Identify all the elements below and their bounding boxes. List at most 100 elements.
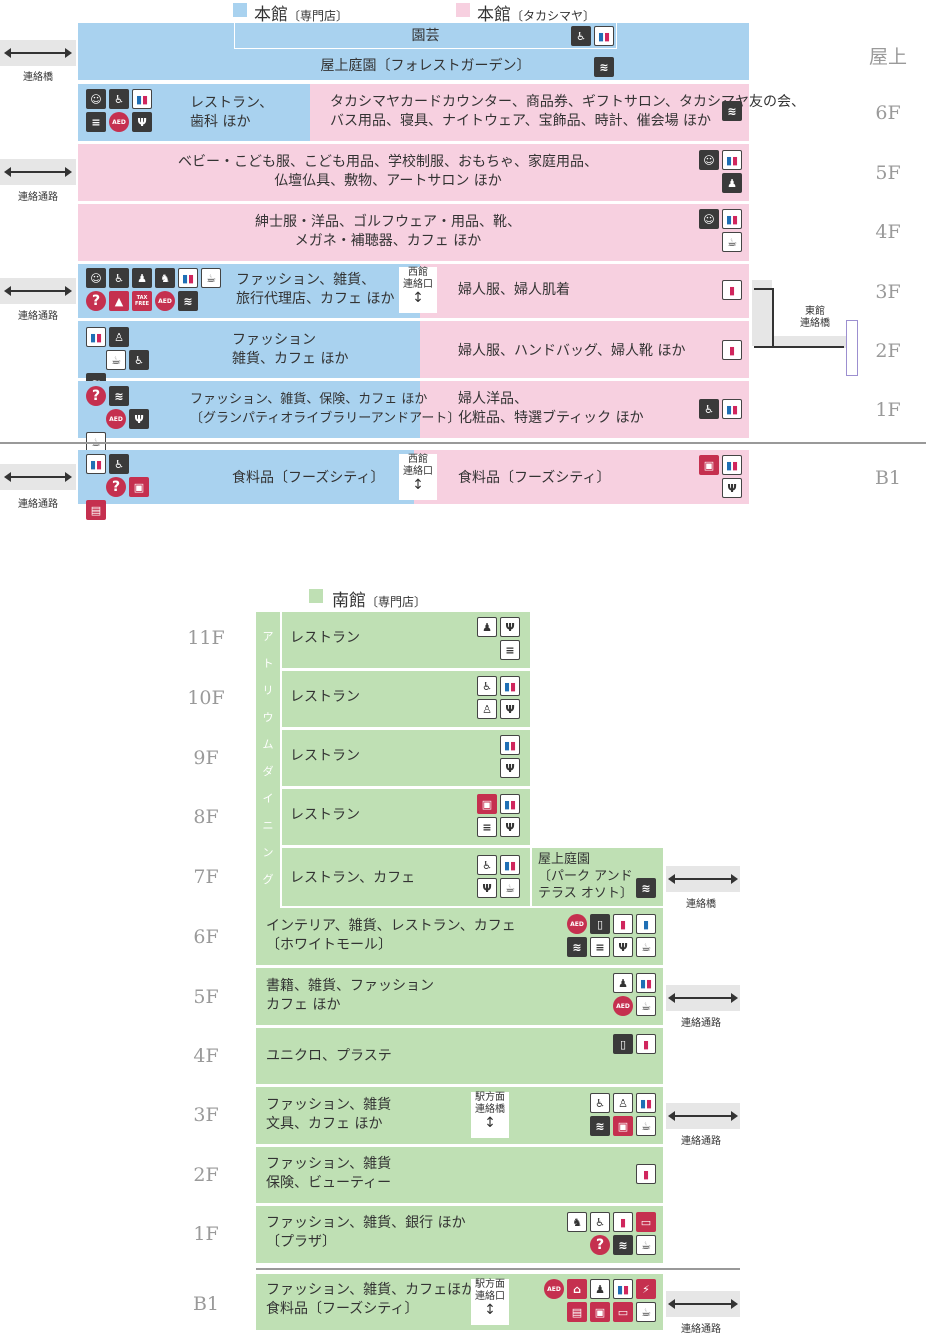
wheelchair-icon: ♿ [477, 676, 497, 696]
smoking-icon: ≡ [500, 640, 520, 660]
south-4f-text: ユニクロ、プラステ [266, 1048, 392, 1064]
stroller-icon: ♞ [567, 1212, 587, 1232]
south-roof-garden-text: 屋上庭園 〔パーク アンド テラス オソト〕 [538, 852, 633, 901]
floor-6f-takashimaya [310, 84, 749, 141]
south-roof-garden-icons: ≋ [630, 878, 656, 898]
south-9f-text: レストラン [290, 748, 360, 764]
restroom-icon: ▮▮ [178, 268, 198, 288]
garden-shop-box [234, 23, 617, 49]
cafe-icon: ☕ [636, 937, 656, 957]
wifi-icon: ≋ [567, 937, 587, 957]
south-connector-b1 [666, 1291, 740, 1317]
atm-icon: ▭ [636, 1212, 656, 1232]
up-down-arrow-icon: ↕ [412, 290, 424, 306]
restroom-icon: ▮▮ [722, 209, 742, 229]
south-3f-text: ファッション、雑貨 文具、カフェ ほか [266, 1097, 392, 1132]
5f-text: ベビー・こども服、こども用品、学校制服、おもちゃ、家庭用品、 仏壇仏具、敷物、ア… [178, 154, 598, 189]
south-4f-icons: ▯ ▮ [604, 1034, 656, 1054]
south-floor-label-7f: 7F [193, 866, 219, 888]
honkan-legend-swatch [233, 3, 247, 17]
floor-label-b1: B1 [874, 467, 902, 489]
stroller-icon: ♞ [155, 268, 175, 288]
connector-b1-label: 連絡通路 [18, 499, 58, 510]
ground-level-line [0, 442, 926, 444]
south-floor-label-10f: 10F [187, 687, 225, 709]
floor-label-3f: 3F [875, 281, 901, 303]
ev-charger-icon: ⚡ [636, 1279, 656, 1299]
station-entrance-b1-label: 駅方面 連絡口 [475, 1279, 505, 1302]
wheelchair-icon: ♿ [109, 89, 129, 109]
connector-5f-label: 連絡通路 [18, 192, 58, 203]
restroom-icon: ▮▮ [500, 794, 520, 814]
baby-bottle-icon: ▯ [590, 914, 610, 934]
restaurant-icon: Ψ [500, 699, 520, 719]
roof-icons-bottom: ≋ [586, 57, 614, 77]
cafe-icon: ☕ [722, 232, 742, 252]
restroom-icon: ▮▮ [722, 455, 742, 475]
water-fountain-icon: ⌂ [567, 1279, 587, 1299]
south-8f-text: レストラン [290, 807, 360, 823]
baby-room-icon: ☺ [86, 89, 106, 109]
south-floor-9f [282, 730, 530, 786]
floor-label-1f: 1F [875, 399, 901, 421]
wheelchair-icon: ♿ [571, 26, 591, 46]
restroom-icon: ▮▮ [86, 454, 106, 474]
baby-room-icon: ☺ [699, 209, 719, 229]
womens-restroom-icon: ▮ [636, 1164, 656, 1184]
restaurant-icon: Ψ [722, 478, 742, 498]
coin-locker-icon: ▣ [613, 1116, 633, 1136]
restaurant-icon: Ψ [129, 409, 149, 429]
minamikan-legend: 南館〔専門店〕 [332, 591, 427, 611]
information-icon: ? [590, 1235, 610, 1255]
smoking-icon: ≡ [590, 937, 610, 957]
restroom-icon: ▮▮ [132, 89, 152, 109]
west-wing-entrance-label: 西館 連絡口 [403, 267, 433, 290]
b1-takashimaya-icons: ▣ ▮▮ Ψ [694, 455, 742, 498]
tax-free-icon: TAX FREE [132, 291, 152, 311]
floor-3f-takashimaya [420, 264, 749, 318]
b1-honkan-icons: ▮▮ ♿ ? ▣ ▤ [86, 454, 158, 520]
south-floor-label-b1: B1 [192, 1293, 220, 1315]
b1-takashimaya-text: 食料品〔フーズシティ〕 [458, 470, 611, 486]
roof-garden: 屋上庭園〔フォレストガーデン〕 [320, 58, 531, 74]
delivery-icon: ▤ [86, 500, 106, 520]
wheelchair-icon: ♿ [109, 454, 129, 474]
cafe-icon: ☕ [106, 350, 126, 370]
station-bridge-3f: 駅方面 連絡橋 ↕ [471, 1092, 509, 1138]
floor-b1-takashimaya [414, 450, 749, 504]
south-9f-icons: ▮▮ Ψ [494, 735, 520, 778]
3f-takashimaya-icons: ▮ [720, 280, 742, 300]
south-floor-label-8f: 8F [193, 806, 219, 828]
restroom-icon: ▮▮ [636, 1093, 656, 1113]
south-11f-icons: ♟ Ψ ≡ [470, 617, 520, 660]
minamikan-legend-swatch [309, 589, 323, 603]
connector-3f [0, 278, 76, 304]
nursing-room-icon: ♟ [132, 268, 152, 288]
restroom-icon: ▮▮ [500, 735, 520, 755]
cafe-icon: ☕ [500, 878, 520, 898]
2f-takashimaya-icons: ▮ [720, 340, 742, 360]
nursing-room-icon: ♟ [477, 617, 497, 637]
smoking-icon: ≡ [477, 817, 497, 837]
multipurpose-toilet-icon: ♙ [109, 327, 129, 347]
south-connector-3f-label: 連絡通路 [681, 1136, 721, 1147]
south-connector-3f [666, 1103, 740, 1129]
womens-restroom-icon: ▮ [722, 280, 742, 300]
restroom-icon: ▮▮ [722, 150, 742, 170]
6f-honkan-text: レストラン、 歯科 ほか [190, 95, 274, 130]
south-7f-text: レストラン、カフェ [290, 870, 416, 886]
information-icon: ? [86, 291, 106, 311]
floor-label-6f: 6F [875, 102, 901, 124]
takashimaya-legend: 本館〔タカシマヤ〕 [477, 5, 596, 25]
aed-icon: AED [106, 409, 126, 429]
1f-takashimaya-text: 婦人洋品、 化粧品、特選ブティック ほか [458, 391, 644, 426]
baby-room-icon: ☺ [86, 268, 106, 288]
connector-roof-label: 連絡橋 [23, 72, 53, 83]
smoking-icon: ≡ [86, 112, 106, 132]
wheelchair-icon: ♿ [109, 268, 129, 288]
east-wing-marker [846, 320, 858, 376]
south-floor-4f [256, 1028, 663, 1084]
coin-locker-icon: ▣ [477, 794, 497, 814]
south-ground-level-line [256, 1268, 740, 1270]
3f-honkan-text: ファッション、雑貨、 旅行代理店、カフェ ほか [236, 272, 395, 307]
